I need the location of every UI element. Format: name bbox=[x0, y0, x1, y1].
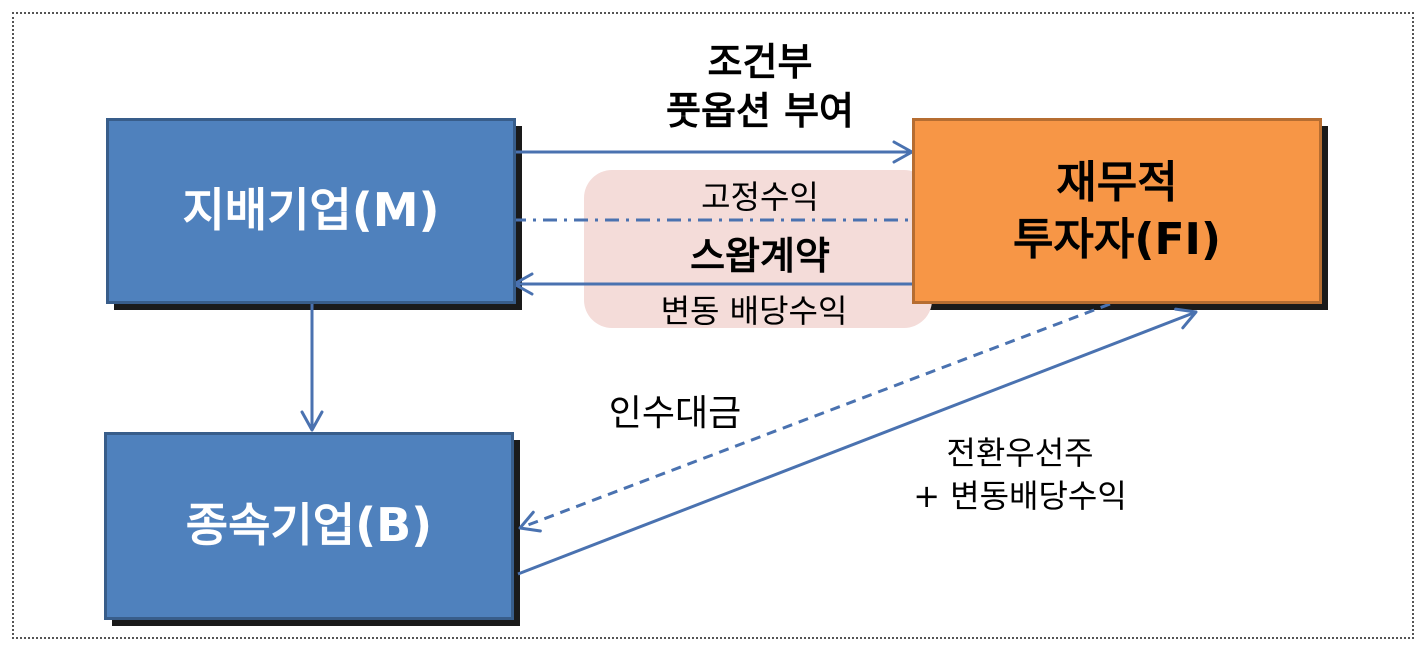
subsidiary-label: 종속기업(B) bbox=[185, 498, 433, 553]
parent-company-box[interactable]: 지배기업(M) bbox=[106, 118, 516, 304]
swap-contract-label: 스왑계약 bbox=[690, 234, 830, 278]
convertible-preferred-arrow bbox=[517, 307, 1198, 576]
parent-company-label: 지배기업(M) bbox=[182, 183, 440, 238]
financial-investor-box[interactable]: 재무적 투자자(FI) bbox=[912, 118, 1322, 304]
put-option-label: 조건부 풋옵션 부여 bbox=[665, 40, 855, 134]
swap-contract-background bbox=[584, 170, 932, 328]
convertible-preferred-label: 전환우선주 + 변동배당수익 bbox=[913, 434, 1127, 516]
subsidiary-box[interactable]: 종속기업(B) bbox=[104, 432, 514, 620]
fixed-return-label: 고정수익 bbox=[701, 178, 819, 216]
acquisition-payment-label: 인수대금 bbox=[608, 393, 742, 434]
variable-dividend-label: 변동 배당수익 bbox=[660, 292, 848, 330]
acquisition-payment-arrow bbox=[518, 302, 1111, 533]
diagram-frame bbox=[12, 12, 1414, 639]
financial-investor-label: 재무적 투자자(FI) bbox=[1012, 156, 1222, 265]
